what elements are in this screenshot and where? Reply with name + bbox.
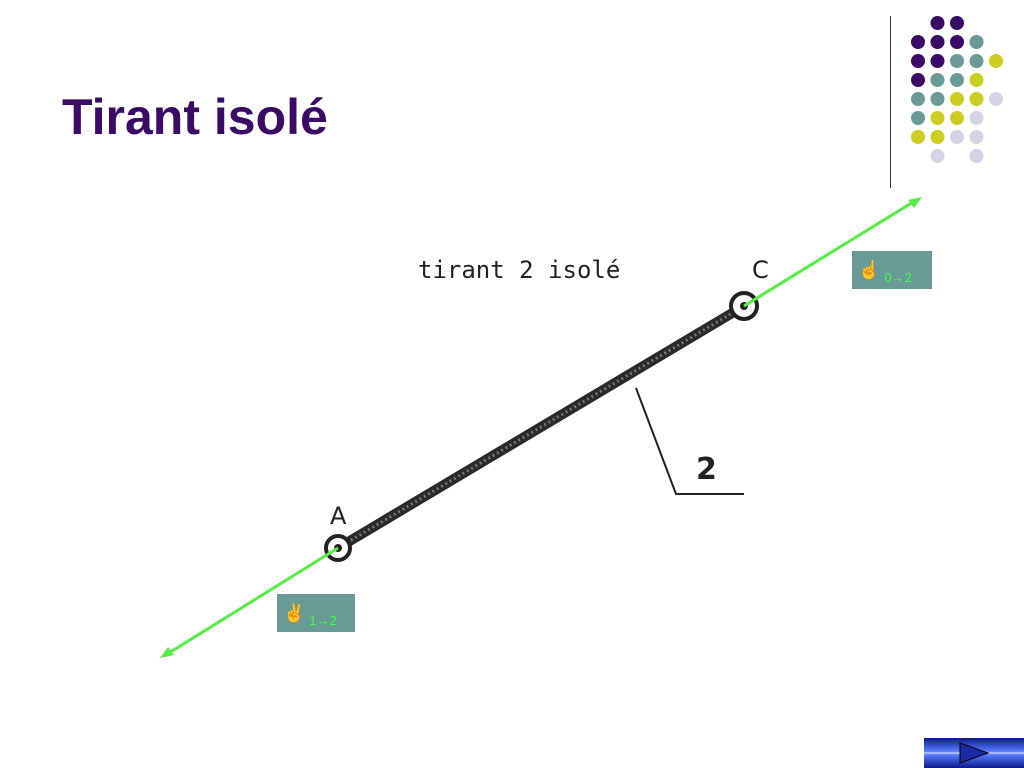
member-number-label: 2: [696, 452, 717, 487]
header-divider: [890, 16, 891, 188]
slide-title: Tirant isolé: [62, 89, 328, 145]
diagram-caption: tirant 2 isolé: [418, 256, 621, 284]
point-c-label: C: [752, 256, 769, 284]
member-leader-line: [635, 387, 744, 495]
next-slide-button[interactable]: [924, 738, 1024, 768]
force-label-1-2: ✌1→2: [277, 594, 355, 632]
force-subscript: 0→2: [884, 270, 912, 285]
force-subscript: 1→2: [309, 613, 337, 628]
play-next-icon: [959, 742, 990, 764]
point-a-label: A: [330, 502, 347, 530]
force-arrow-1-2: [163, 546, 339, 658]
force-arrowhead-0-2: [908, 197, 922, 208]
force-glyph-icon: ✌: [283, 603, 306, 623]
force-arrowhead-1-2: [160, 647, 174, 658]
force-arrow-0-2: [743, 197, 919, 308]
force-label-0-2: ☝0→2: [852, 251, 932, 289]
tie-rod-texture: [337, 304, 745, 550]
force-glyph-icon: ☝: [858, 260, 881, 280]
